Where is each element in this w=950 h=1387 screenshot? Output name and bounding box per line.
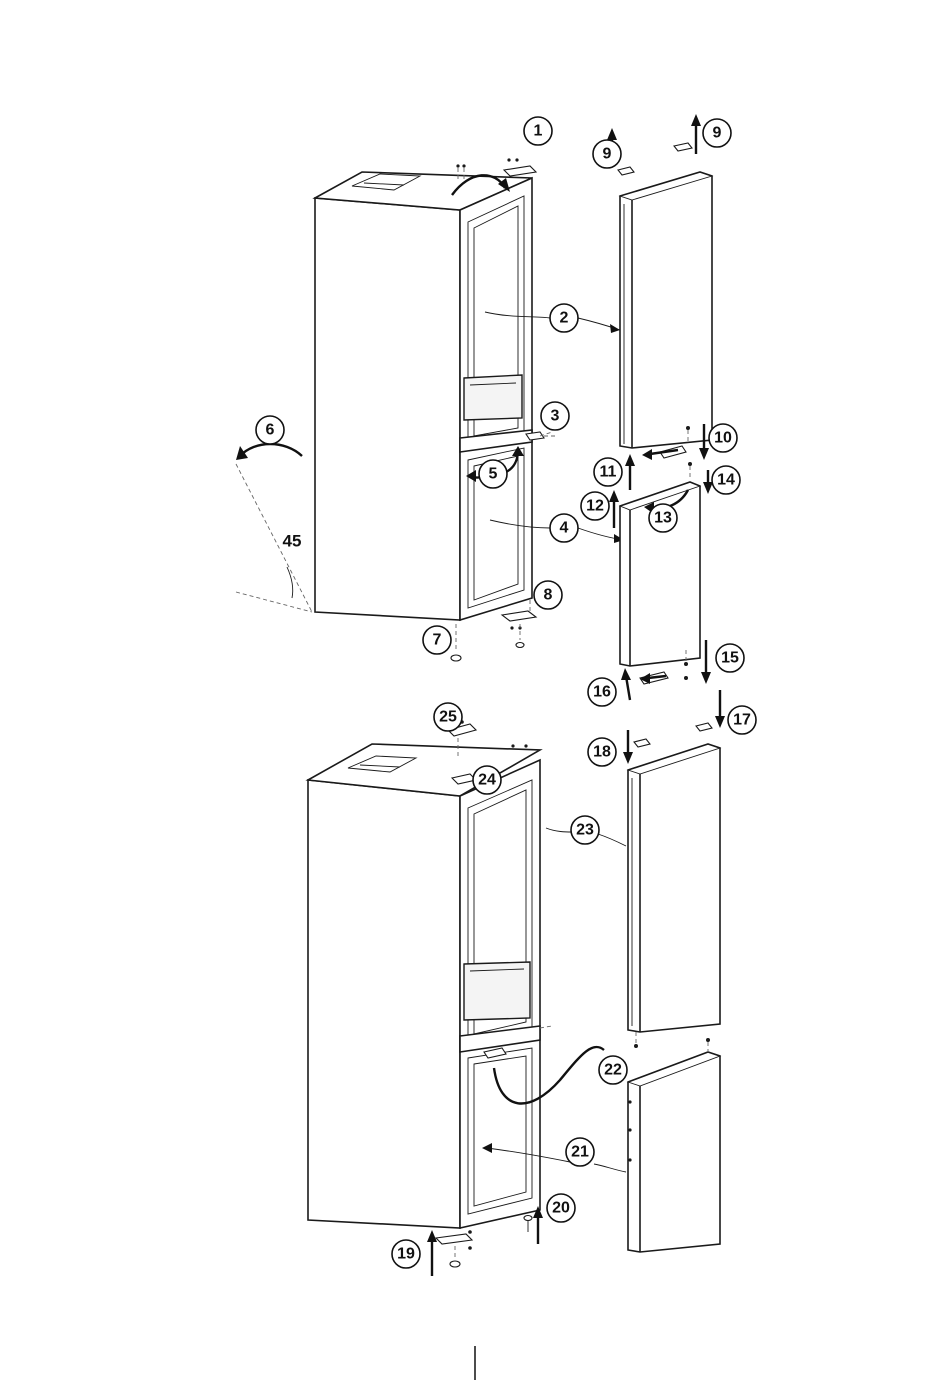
callout-9b: 9	[703, 119, 731, 147]
callout-label: 12	[586, 498, 604, 515]
callout-label: 11	[600, 464, 617, 481]
callout-label: 20	[552, 1200, 570, 1217]
callout-label: 2	[560, 310, 569, 327]
callout-13: 13	[649, 504, 677, 532]
callout-12: 12	[581, 492, 609, 520]
callout-15: 15	[716, 644, 744, 672]
callout-16: 16	[588, 678, 616, 706]
callout-label: 10	[714, 430, 732, 447]
callout-label: 7	[433, 632, 442, 649]
angle-label-45: 45	[283, 532, 302, 551]
callout-label: 25	[439, 709, 457, 726]
callout-label: 16	[593, 684, 611, 701]
callout-label: 15	[721, 650, 739, 667]
callout-14: 14	[712, 466, 740, 494]
callout-19: 19	[392, 1240, 420, 1268]
callout-label: 8	[544, 587, 553, 604]
callout-21: 21	[566, 1138, 594, 1166]
callout-label: 18	[593, 744, 611, 761]
callout-label: 9	[603, 146, 612, 163]
callout-label: 21	[571, 1144, 589, 1161]
callout-25: 25	[434, 703, 462, 731]
callout-label: 19	[397, 1246, 415, 1263]
callout-24: 24	[473, 766, 501, 794]
callout-label: 5	[489, 466, 498, 483]
callout-label: 23	[576, 822, 594, 839]
callout-9a: 9	[593, 140, 621, 168]
callout-5: 5	[479, 460, 507, 488]
callout-18: 18	[588, 738, 616, 766]
callout-6: 6	[256, 416, 284, 444]
lower-freezer-door-new	[628, 1038, 720, 1252]
callout-label: 3	[551, 408, 560, 425]
upper-fridge-door-new	[628, 744, 720, 1048]
callout-2: 2	[550, 304, 578, 332]
callout-label: 9	[713, 125, 722, 142]
callout-label: 4	[560, 520, 569, 537]
upper-fridge-door-old	[607, 114, 712, 490]
callout-1: 1	[524, 117, 552, 145]
callout-4: 4	[550, 514, 578, 542]
callout-11: 11	[594, 458, 622, 486]
callout-22: 22	[599, 1056, 627, 1084]
bottom-fridge-cabinet	[308, 720, 626, 1276]
callout-7: 7	[423, 626, 451, 654]
callout-3: 3	[541, 402, 569, 430]
callout-label: 17	[733, 712, 751, 729]
callout-23: 23	[571, 816, 599, 844]
callout-10: 10	[709, 424, 737, 452]
callout-17: 17	[728, 706, 756, 734]
callout-label: 24	[478, 772, 496, 789]
callout-label: 22	[604, 1062, 622, 1079]
callout-label: 1	[534, 123, 543, 140]
callout-label: 6	[266, 422, 275, 439]
callout-label: 13	[654, 510, 672, 527]
callout-20: 20	[547, 1194, 575, 1222]
callout-label: 14	[717, 472, 735, 489]
callout-8: 8	[534, 581, 562, 609]
